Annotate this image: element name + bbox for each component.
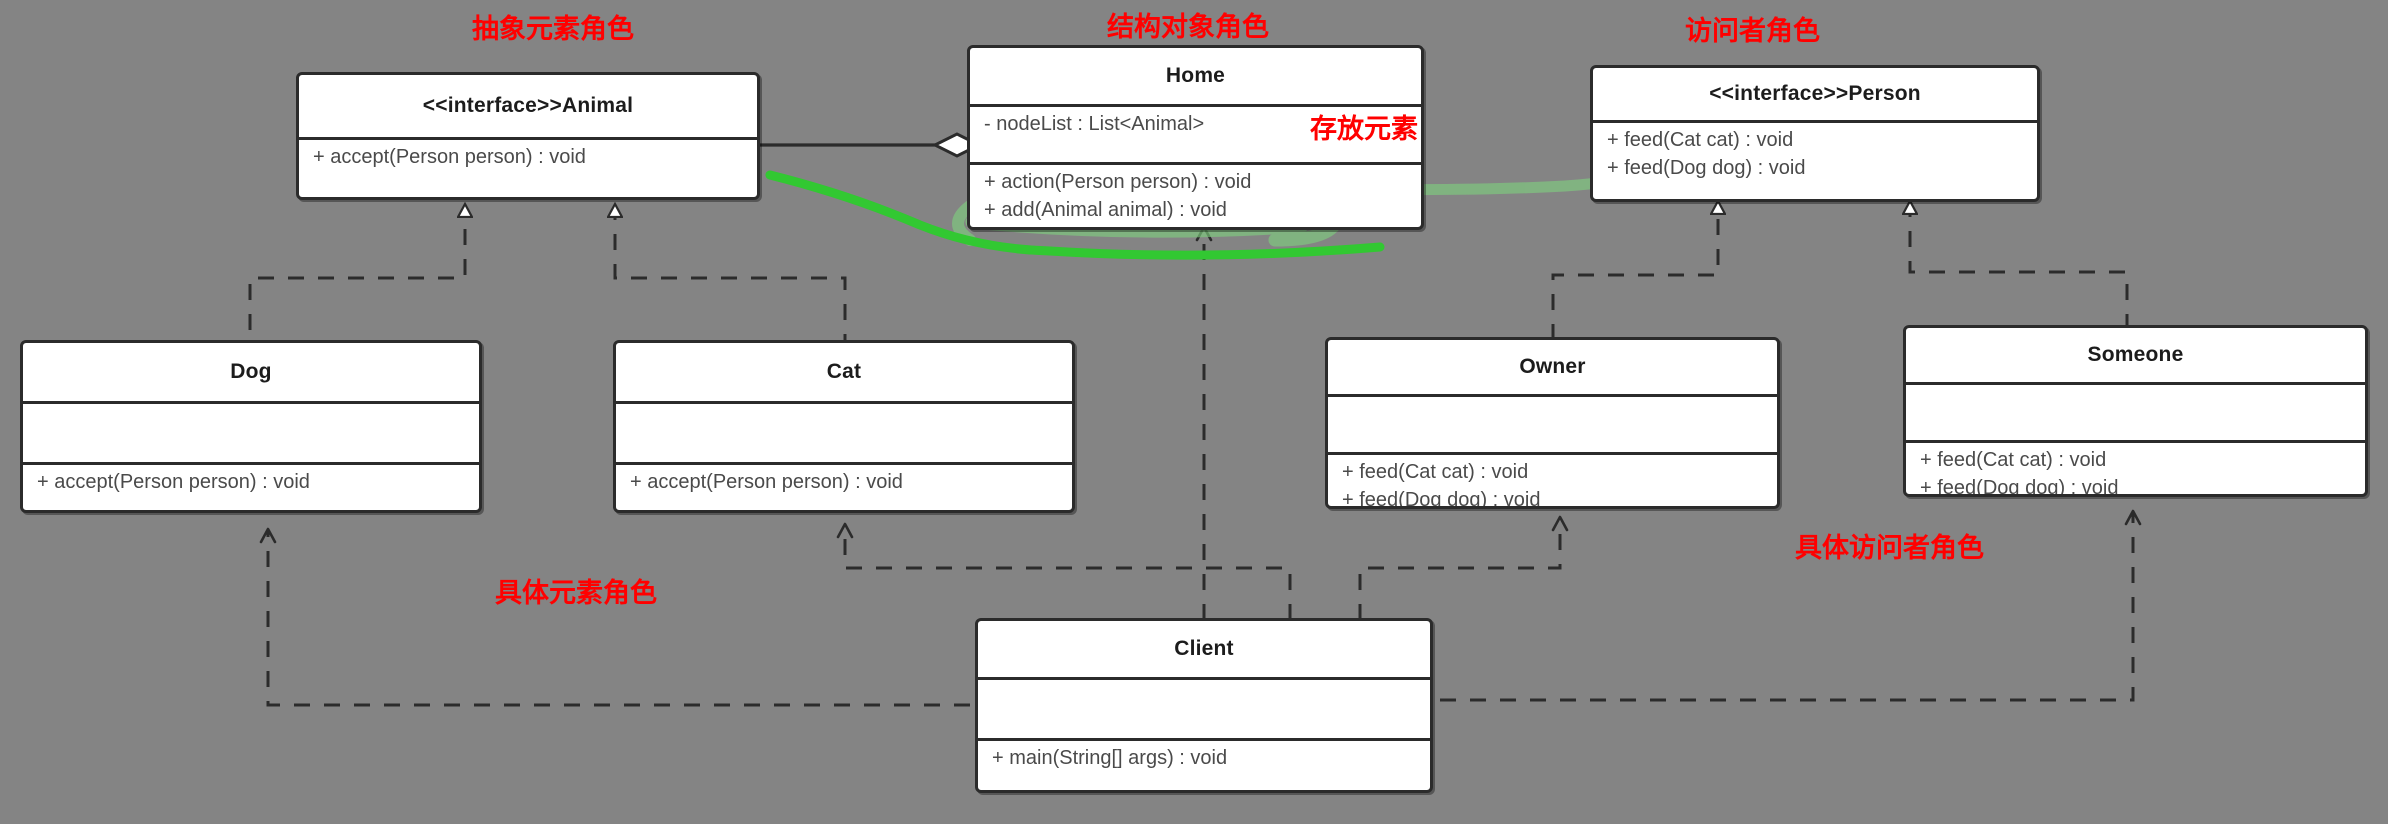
class-title-person: <<interface>>Person <box>1709 82 1921 105</box>
class-title-dog: Dog <box>230 360 272 383</box>
class-title-cat: Cat <box>826 360 862 383</box>
method-row: + feed(Cat cat) : void <box>1342 461 1529 483</box>
method-row: + feed(Dog dog) : void <box>1342 488 1541 509</box>
class-divider <box>616 401 1072 404</box>
method-row: + accept(Person person) : void <box>37 471 310 493</box>
dependency-client-someone <box>1440 509 2142 702</box>
dependency-client-cat <box>836 522 1292 620</box>
method-row: + accept(Person person) : void <box>630 471 903 493</box>
class-divider <box>970 162 1421 165</box>
class-box-person[interactable]: <<interface>>Person + feed(Cat cat) : vo… <box>1590 65 2040 202</box>
class-box-someone[interactable]: Someone + feed(Cat cat) : void + feed(Do… <box>1903 325 2368 497</box>
realization-cat-animal <box>615 205 847 350</box>
class-attributes-cat <box>616 404 1072 462</box>
class-methods-person: + feed(Cat cat) : void + feed(Dog dog) :… <box>1593 123 2037 186</box>
class-divider <box>1593 120 2037 123</box>
class-box-home[interactable]: Home - nodeList : List<Animal> + action(… <box>967 45 1424 230</box>
class-divider <box>299 137 757 140</box>
class-box-cat[interactable]: Cat + accept(Person person) : void <box>613 340 1075 513</box>
annotation-abstract-element-role: 抽象元素角色 <box>472 14 634 45</box>
class-divider <box>978 677 1430 680</box>
class-attributes-client <box>978 680 1430 738</box>
class-attributes-owner <box>1328 397 1777 452</box>
method-row: + feed(Dog dog) : void <box>1607 156 1806 179</box>
annotation-structure-object-role: 结构对象角色 <box>1107 12 1269 43</box>
class-methods-client: + main(String[] args) : void <box>978 741 1430 777</box>
class-divider <box>970 104 1421 107</box>
annotation-visitor-role: 访问者角色 <box>1685 16 1820 47</box>
realization-someone-person <box>1910 202 2129 330</box>
annotation-concrete-visitor-role: 具体访问者角色 <box>1795 533 1984 564</box>
class-methods-owner: + feed(Cat cat) : void + feed(Dog dog) :… <box>1328 455 1777 509</box>
class-box-client[interactable]: Client + main(String[] args) : void <box>975 618 1433 793</box>
class-divider <box>1906 382 2365 385</box>
class-title-animal: <<interface>>Animal <box>422 94 634 117</box>
class-methods-home: + action(Person person) : void + add(Ani… <box>970 165 1421 227</box>
dependency-client-dog <box>259 527 1090 707</box>
class-divider <box>1328 394 1777 397</box>
class-title-home: Home <box>1165 64 1226 87</box>
realization-dog-animal <box>248 205 465 360</box>
aggregation-animal-home <box>760 132 990 158</box>
class-attributes-dog <box>23 404 479 462</box>
class-attributes-home: - nodeList : List<Animal> <box>970 107 1421 162</box>
method-row: + feed(Cat cat) : void <box>1607 129 1794 151</box>
class-title-owner: Owner <box>1519 355 1586 378</box>
class-methods-dog: + accept(Person person) : void <box>23 465 479 501</box>
class-divider <box>978 738 1430 741</box>
class-divider <box>1328 452 1777 455</box>
class-divider <box>1906 440 2365 443</box>
class-attributes-someone <box>1906 385 2365 440</box>
class-divider <box>23 401 479 404</box>
class-box-animal[interactable]: <<interface>>Animal + accept(Person pers… <box>296 72 760 200</box>
realization-owner-person <box>1551 202 1718 340</box>
class-box-owner[interactable]: Owner + feed(Cat cat) : void + feed(Dog … <box>1325 337 1780 509</box>
class-methods-animal: + accept(Person person) : void <box>299 140 757 176</box>
method-row: + accept(Person person) : void <box>313 146 586 168</box>
class-divider <box>616 462 1072 465</box>
class-methods-someone: + feed(Cat cat) : void + feed(Dog dog) :… <box>1906 443 2365 497</box>
class-methods-cat: + accept(Person person) : void <box>616 465 1072 501</box>
class-title-client: Client <box>1174 637 1234 660</box>
method-row: + add(Animal animal) : void <box>984 198 1227 221</box>
attribute-row: - nodeList : List<Animal> <box>984 113 1205 135</box>
class-divider <box>23 462 479 465</box>
method-row: + feed(Cat cat) : void <box>1920 449 2107 471</box>
class-title-someone: Someone <box>2087 343 2184 366</box>
method-row: + action(Person person) : void <box>984 171 1252 193</box>
method-row: + feed(Dog dog) : void <box>1920 476 2119 497</box>
class-box-dog[interactable]: Dog + accept(Person person) : void <box>20 340 482 513</box>
dependency-client-owner <box>1358 515 1569 620</box>
method-row: + main(String[] args) : void <box>992 747 1228 769</box>
annotation-concrete-element-role: 具体元素角色 <box>495 578 657 609</box>
annotation-store-element: 存放元素 <box>1310 114 1418 145</box>
